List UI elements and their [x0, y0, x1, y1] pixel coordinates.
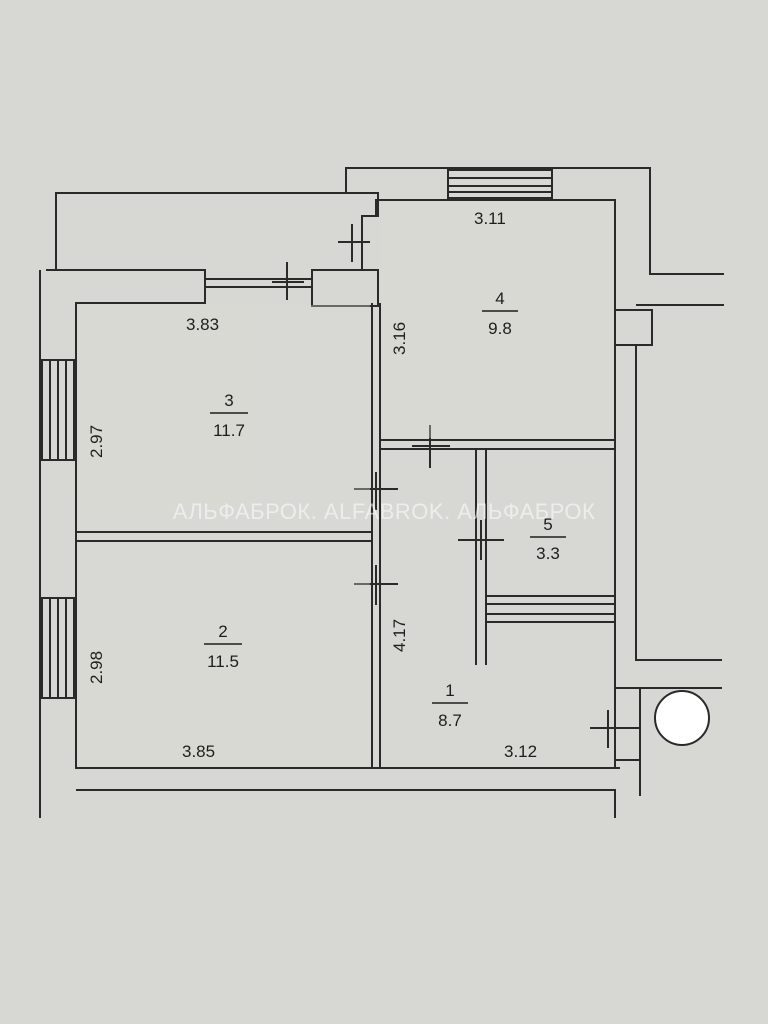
- balcony-outline: [55, 192, 346, 270]
- door-mark-entrance: [590, 710, 640, 748]
- partition-bath: [486, 595, 615, 623]
- room-3-number: 3: [224, 391, 233, 410]
- room-5-number: 5: [543, 515, 552, 534]
- room-5-area: 3.3: [536, 544, 560, 563]
- room-1-area: 8.7: [438, 711, 462, 730]
- corner-join: [375, 199, 380, 216]
- window-top-lines: [448, 177, 552, 193]
- room-4-fill: [382, 202, 613, 438]
- bottom-corridor-wall: [76, 789, 616, 818]
- partition-top-right: [380, 439, 615, 450]
- column-block: [311, 269, 379, 307]
- partition-5-1: [475, 449, 487, 665]
- room-labels: 3 11.7 2 11.5 4 9.8 5 3.3 1 8.7: [204, 289, 566, 730]
- right-column: [615, 309, 653, 346]
- dimension-room4-height: 3.16: [390, 322, 409, 355]
- right-notch: [615, 687, 641, 761]
- balcony-door: [205, 278, 312, 288]
- door-mark-room3: [354, 472, 398, 510]
- room-fills: [78, 202, 613, 766]
- room-3-fill: [78, 305, 370, 530]
- dimension-room3-width: 3.83: [186, 315, 219, 334]
- door-mark-room5: [458, 520, 504, 560]
- door-mark-room2: [354, 565, 398, 605]
- inner-left-wall: [46, 269, 620, 769]
- room-4-number: 4: [495, 289, 504, 308]
- wall-lines: [39, 167, 724, 818]
- partition-2-3: [76, 531, 372, 542]
- dimension-labels: 3.11 3.16 3.83 2.97 2.98 3.85 4.17 3.12: [87, 209, 537, 761]
- watermark: АЛЬФАБРОК. ALFABROK. АЛЬФАБРОК: [173, 499, 596, 524]
- dimension-room2-width: 3.85: [182, 742, 215, 761]
- dimension-room1-width: 3.12: [504, 742, 537, 761]
- room-3-area: 11.7: [213, 421, 245, 440]
- room-1-number: 1: [445, 681, 454, 700]
- door-mark-balcony: [272, 262, 304, 300]
- room4-wall: [376, 199, 616, 768]
- room-2-area: 11.5: [207, 652, 239, 671]
- corner-block: [346, 192, 379, 270]
- right-inner-wall: [635, 345, 722, 661]
- dimension-room2-height: 2.98: [87, 651, 106, 684]
- dimension-corridor-length: 4.17: [390, 619, 409, 652]
- door-mark-room4: [412, 425, 450, 468]
- dimension-room3-height: 2.97: [87, 425, 106, 458]
- room-2-fill: [78, 543, 370, 766]
- window-left-lower-lines: [49, 598, 67, 698]
- room-4-area: 9.8: [488, 319, 512, 338]
- door-mark-room4-top: [338, 224, 370, 262]
- window-top: [447, 169, 553, 199]
- window-left-upper-lines: [49, 360, 67, 460]
- partition-vertical-left: [371, 303, 381, 768]
- top-outer-wall: [345, 167, 724, 275]
- dimension-room4-width: 3.11: [474, 209, 506, 228]
- room-2-number: 2: [218, 622, 227, 641]
- shaft-circle-icon: [654, 690, 710, 746]
